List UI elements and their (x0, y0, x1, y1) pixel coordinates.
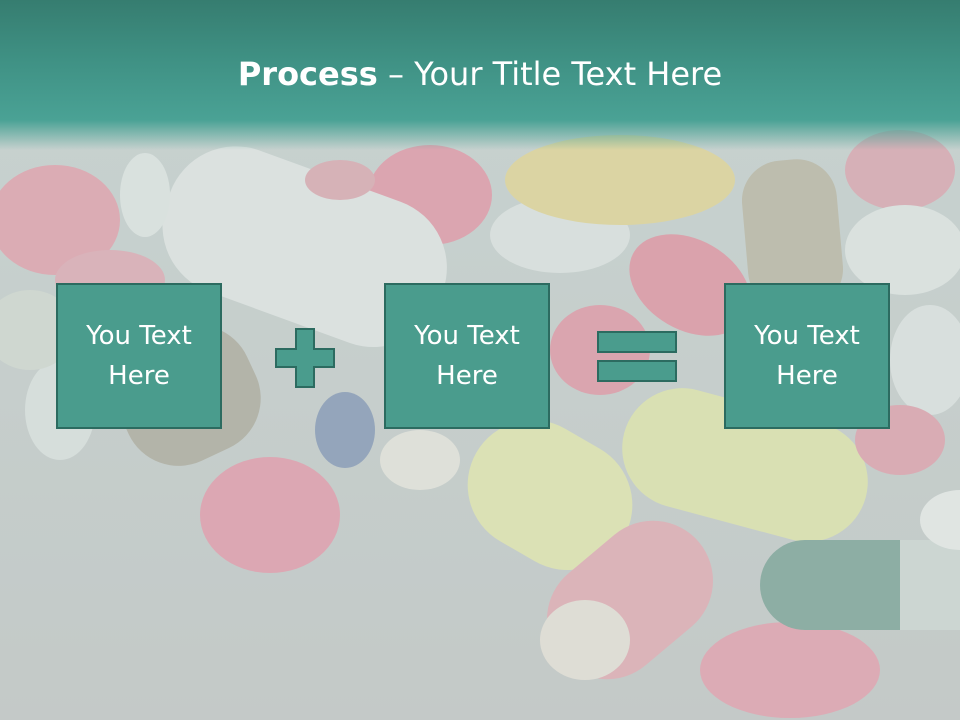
process-box-2[interactable]: You Text Here (384, 283, 550, 429)
title-bold-part: Process (237, 55, 378, 93)
plus-icon (275, 328, 335, 388)
equals-icon (597, 331, 677, 382)
process-box-3[interactable]: You Text Here (724, 283, 890, 429)
process-box-1-label: You Text Here (86, 321, 192, 391)
process-box-3-label: You Text Here (754, 321, 860, 391)
process-box-1[interactable]: You Text Here (56, 283, 222, 429)
title-rest-part: – Your Title Text Here (377, 55, 723, 93)
process-box-2-label: You Text Here (414, 321, 520, 391)
slide-title: Process – Your Title Text Here (0, 52, 960, 96)
title-banner (0, 0, 960, 150)
